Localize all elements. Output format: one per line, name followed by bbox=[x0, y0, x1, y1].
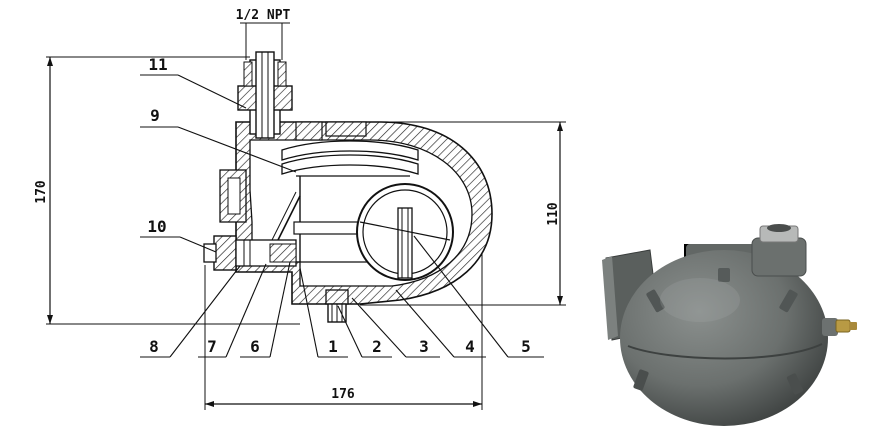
float-ball bbox=[356, 183, 454, 281]
drain-plug bbox=[325, 289, 349, 323]
dimension-176: 1 7 6 bbox=[204, 250, 483, 410]
callout-9: 9 bbox=[150, 106, 160, 125]
callout-1: 1 bbox=[328, 337, 338, 356]
callout-7: 7 bbox=[207, 337, 217, 356]
callout-10: 10 bbox=[147, 217, 166, 236]
thread-label: 1/2 NPT bbox=[236, 8, 291, 23]
callout-8: 8 bbox=[149, 337, 159, 356]
outlet-fitting bbox=[203, 235, 297, 271]
dimension-110-label: 110 bbox=[546, 202, 561, 226]
dimension-110: 110 bbox=[360, 121, 566, 306]
product-photo bbox=[602, 224, 857, 426]
callout-4: 4 bbox=[465, 337, 475, 356]
thread-callout: 1/2 NPT bbox=[236, 8, 291, 60]
inlet-fitting bbox=[237, 51, 293, 139]
callout-6: 6 bbox=[250, 337, 260, 356]
callout-2: 2 bbox=[372, 337, 382, 356]
dimension-170: 170 bbox=[34, 56, 300, 325]
part-callouts: 11 9 10 8 7 6 1 bbox=[140, 55, 544, 358]
technical-drawing: 170 110 1 7 6 1/2 NPT bbox=[34, 8, 566, 410]
callout-3: 3 bbox=[419, 337, 429, 356]
callout-5: 5 bbox=[521, 337, 531, 356]
dimension-176-label: 176 bbox=[331, 387, 355, 402]
dimension-170-label: 170 bbox=[34, 180, 49, 204]
callout-11: 11 bbox=[148, 55, 167, 74]
